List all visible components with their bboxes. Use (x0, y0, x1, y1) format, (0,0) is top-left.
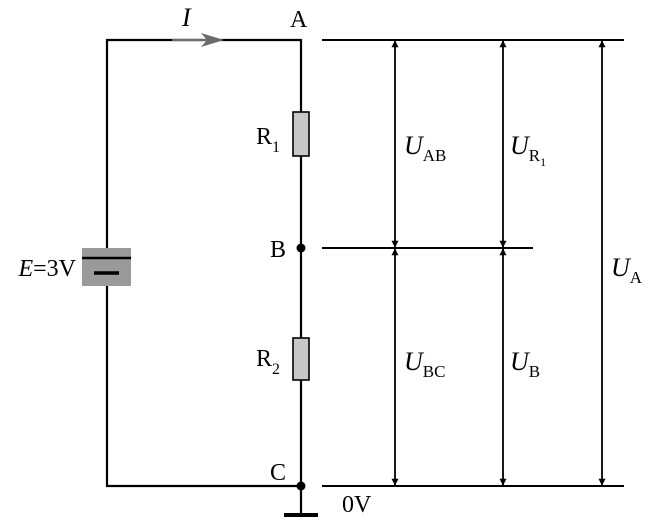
current-arrow (172, 33, 224, 47)
node-b-dot (296, 243, 306, 253)
node-b-label: B (270, 237, 286, 263)
resistor-r2-label: R2 (256, 346, 280, 378)
ground-icon (284, 486, 318, 517)
u-b-label: UB (510, 347, 540, 381)
u-ab-label: UAB (404, 131, 446, 165)
wire-bottom (105, 286, 303, 488)
circuit-wires (105, 38, 303, 488)
resistor-r2 (292, 337, 310, 381)
battery-icon (82, 248, 131, 286)
reference-lines (322, 39, 624, 487)
u-r1-label: UR1 (510, 131, 546, 169)
node-a-label: A (290, 7, 308, 33)
u-a-label: UA (611, 253, 643, 287)
node-c-label: C (270, 460, 286, 486)
u-bc-label: UBC (404, 347, 445, 381)
current-label: I (181, 3, 192, 32)
battery-label: E=3V (17, 256, 76, 282)
resistor-r1-label: R1 (256, 124, 280, 156)
ground-label: 0V (342, 492, 372, 518)
resistor-r1 (292, 111, 310, 157)
